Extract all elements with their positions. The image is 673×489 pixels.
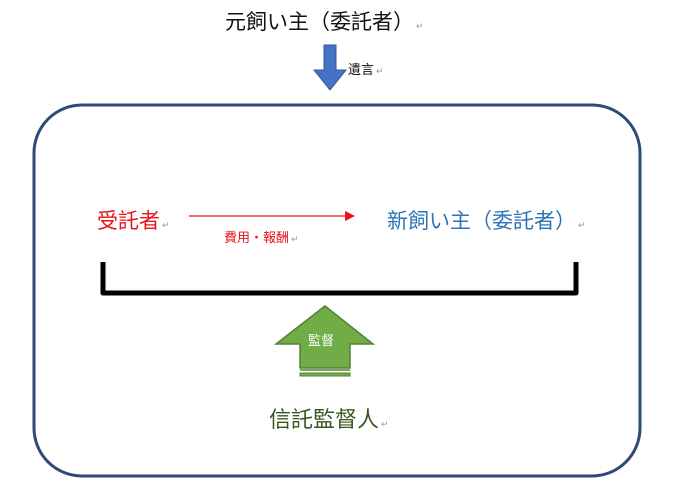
trust-supervisor-text: 信託監督人 [269,408,380,433]
paragraph-mark-icon: ↵ [162,221,170,231]
supervision-label: 監督 [308,334,335,349]
bequest-label: 遺言↵ [348,59,384,78]
trust-supervisor-label: 信託監督人↵ [269,402,389,434]
new-owner-label: 新飼い主（委託者）↵ [387,205,586,235]
paragraph-mark-icon: ↵ [416,22,424,32]
paragraph-mark-icon: ↵ [578,221,586,231]
new-owner-text: 新飼い主（委託者） [387,209,576,233]
fee-text: 費用・報酬 [224,231,290,246]
trustee-label: 受託者↵ [97,205,170,235]
original-owner-label: 元飼い主（委託者）↵ [225,6,424,36]
trustee-text: 受託者 [97,209,160,233]
bequest-text: 遺言 [348,63,375,78]
fee-label: 費用・報酬↵ [224,227,299,246]
paragraph-mark-icon: ↵ [376,67,384,77]
down-arrow-icon [312,44,348,91]
up-arrow-icon [273,305,376,369]
original-owner-text: 元飼い主（委託者） [225,10,414,34]
up-arrow-base [299,372,351,377]
paragraph-mark-icon: ↵ [291,235,299,245]
group-bracket [100,262,579,296]
fee-arrow-head-icon [345,211,355,221]
paragraph-mark-icon: ↵ [381,420,389,430]
trust-frame [32,103,642,478]
